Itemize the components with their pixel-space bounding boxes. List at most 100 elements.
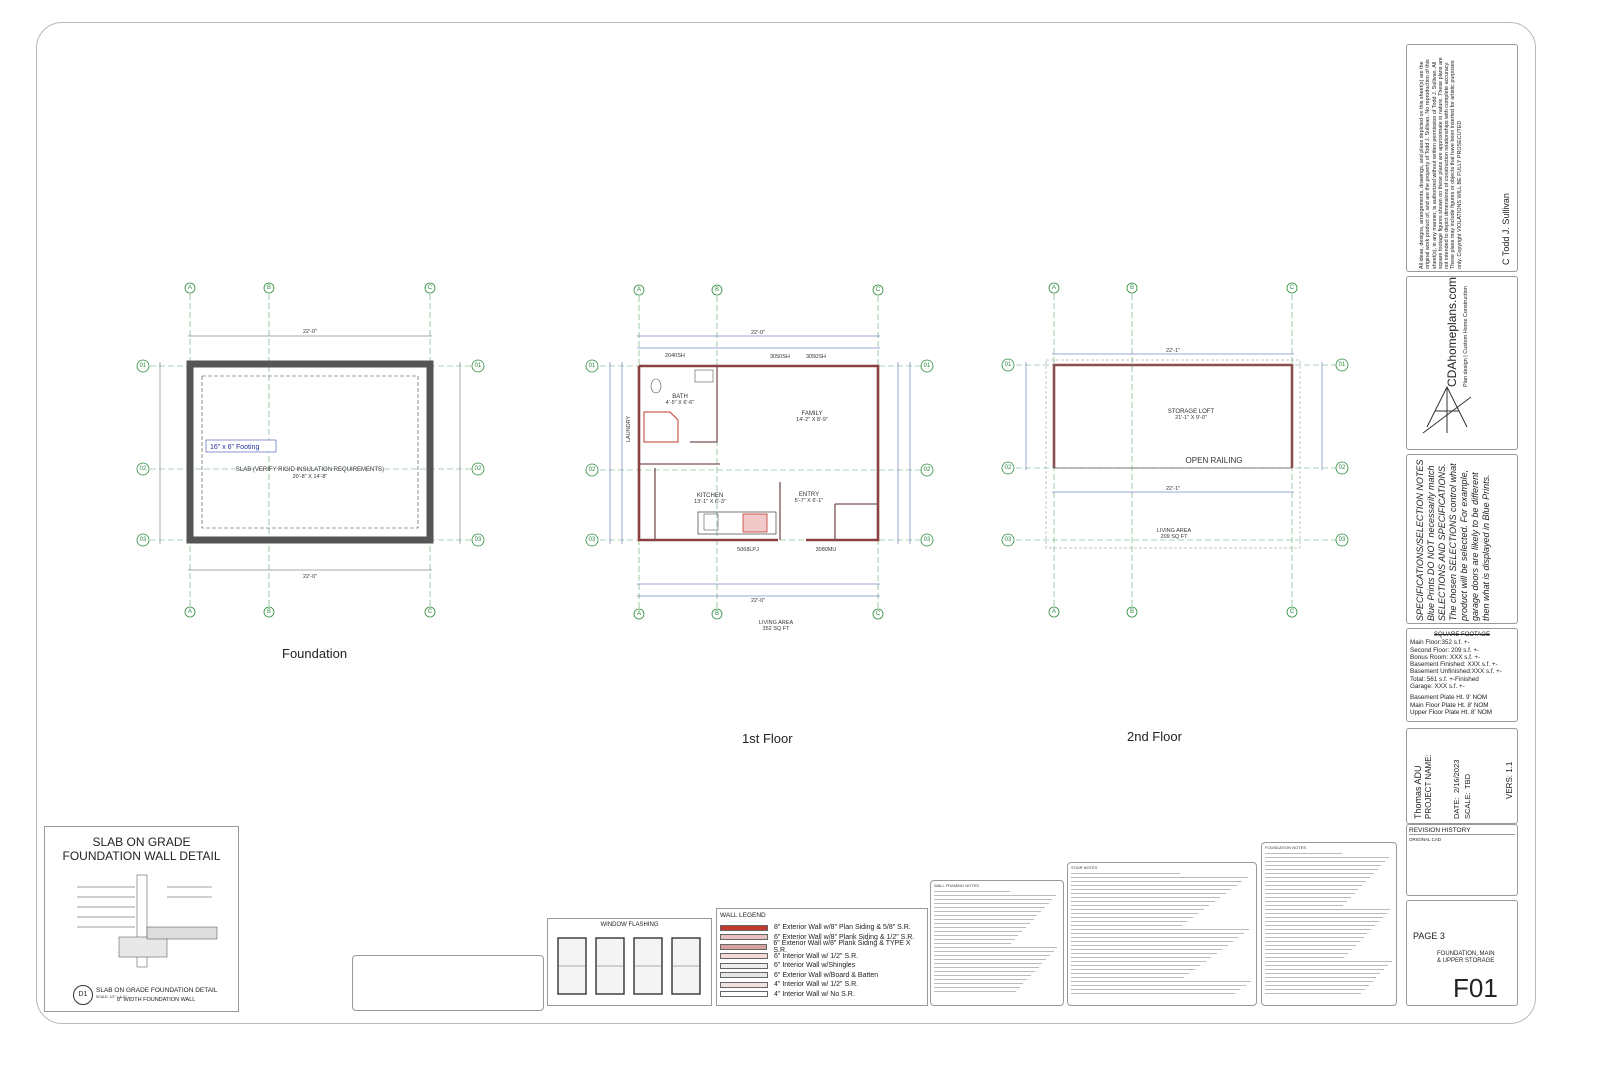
svg-text:01: 01 bbox=[924, 363, 931, 369]
wall-legend-swatch bbox=[720, 991, 768, 998]
room-notes-block bbox=[352, 955, 544, 1011]
detail-sub-caption: 8" WIDTH FOUNDATION WALL bbox=[117, 997, 196, 1003]
copyright-text: All ideas, designs, arrangements, drawin… bbox=[1419, 57, 1463, 269]
first-floor-plan: A B C A B C 01 02 03 01 02 03 22'-0" 22'… bbox=[585, 284, 934, 632]
note-line bbox=[1071, 957, 1212, 959]
wall-legend-swatch bbox=[720, 981, 768, 988]
wall-legend-swatch bbox=[720, 934, 768, 941]
window-tag: 3050SH bbox=[770, 354, 790, 360]
svg-text:22'-1": 22'-1" bbox=[1166, 348, 1180, 354]
note-line bbox=[1071, 985, 1246, 987]
note-line bbox=[1071, 933, 1244, 935]
note-line bbox=[934, 927, 1026, 929]
page-panel: PAGE 3 FOUNDATION, MAIN & UPPER STORAGE … bbox=[1406, 900, 1518, 1006]
shower bbox=[643, 411, 679, 443]
wall-legend-item: 6" Exterior Wall w/Board & Batten bbox=[720, 971, 924, 981]
note-line bbox=[934, 971, 1035, 973]
note-line bbox=[934, 915, 1038, 917]
svg-text:5'-7" X 6'-1": 5'-7" X 6'-1" bbox=[795, 498, 824, 504]
scale-value: TBD bbox=[1463, 774, 1472, 789]
svg-text:13'-1" X 6'-3": 13'-1" X 6'-3" bbox=[694, 499, 726, 505]
note-line bbox=[934, 923, 1030, 925]
svg-text:02: 02 bbox=[140, 466, 147, 472]
note-line bbox=[1071, 949, 1223, 951]
note-line bbox=[1265, 865, 1382, 867]
svg-text:22'-1": 22'-1" bbox=[1166, 486, 1180, 492]
note-line bbox=[934, 907, 1045, 909]
grid-lines bbox=[150, 294, 472, 606]
note-line bbox=[1265, 893, 1355, 895]
note-line bbox=[1265, 921, 1379, 923]
note-line bbox=[934, 963, 1043, 965]
floor-outline-below bbox=[1045, 359, 1301, 549]
note-line bbox=[934, 891, 1010, 893]
detail-marker: D1 bbox=[73, 985, 93, 1005]
note-line bbox=[1071, 905, 1210, 907]
room-label-entry: ENTRY bbox=[799, 492, 819, 498]
note-line bbox=[1265, 957, 1345, 959]
note-line bbox=[1265, 861, 1386, 863]
wall-legend-swatch bbox=[720, 972, 768, 979]
svg-text:01: 01 bbox=[589, 363, 596, 369]
note-line bbox=[1265, 889, 1359, 891]
foundation-plan: A B C A B C 01 02 03 01 02 03 22'-0" 22'… bbox=[136, 282, 485, 618]
note-line bbox=[1071, 893, 1226, 895]
note-line bbox=[934, 947, 1058, 949]
svg-text:A: A bbox=[188, 285, 192, 291]
wall-legend-label: 4" Interior Wall w/ 1/2" S.R. bbox=[774, 981, 859, 989]
svg-text:4'-5" X 6'-6": 4'-5" X 6'-6" bbox=[666, 400, 695, 406]
grid-lines bbox=[600, 296, 922, 608]
svg-text:14'-2" X 8'-9": 14'-2" X 8'-9" bbox=[796, 417, 828, 423]
svg-text:01: 01 bbox=[140, 363, 147, 369]
note-line bbox=[1071, 897, 1221, 899]
window-flashing-title: WINDOW FLASHING bbox=[600, 922, 659, 928]
wall-legend-item: 8" Exterior Wall w/8" Plan Siding & 5/8"… bbox=[720, 923, 924, 933]
note-line bbox=[1265, 993, 1361, 995]
detail-scale: SCALE: 1/2" = 1'-0" bbox=[96, 995, 127, 999]
svg-text:C: C bbox=[876, 287, 881, 293]
svg-text:22'-0": 22'-0" bbox=[303, 574, 317, 580]
page-number: PAGE 3 bbox=[1413, 931, 1445, 941]
svg-text:B: B bbox=[1130, 285, 1134, 291]
svg-text:03: 03 bbox=[475, 537, 482, 543]
project-name-label: PROJECT NAME: bbox=[1424, 754, 1433, 819]
note-line bbox=[1265, 989, 1365, 991]
window-tag: 3050SH bbox=[806, 354, 826, 360]
note-line bbox=[1071, 937, 1239, 939]
slab-edge bbox=[201, 375, 419, 529]
window-tag: 2040SH bbox=[665, 353, 685, 359]
grid-bubbles: A B C A B C 01 02 03 01 02 03 bbox=[585, 284, 934, 620]
svg-text:22'-0": 22'-0" bbox=[303, 329, 317, 335]
note-line bbox=[934, 895, 1057, 897]
date-value: 2/16/2023 bbox=[1452, 759, 1461, 793]
revision-panel: REVISION HISTORY ORIGINAL CAD bbox=[1406, 824, 1518, 896]
range bbox=[742, 513, 768, 533]
second-floor-title: 2nd Floor bbox=[1127, 729, 1182, 744]
logo-panel: CDAhomeplans.com Plan design | Custom Ho… bbox=[1406, 276, 1518, 450]
svg-text:21'-1" X 9'-0": 21'-1" X 9'-0" bbox=[1175, 415, 1207, 421]
note-line bbox=[1071, 965, 1201, 967]
note-line bbox=[1265, 873, 1374, 875]
slab-detail-title-1: SLAB ON GRADE bbox=[92, 835, 191, 849]
note-line bbox=[1265, 869, 1378, 871]
svg-text:C: C bbox=[428, 285, 433, 291]
note-line bbox=[934, 979, 1028, 981]
open-railing-label: OPEN RAILING bbox=[1186, 456, 1243, 465]
svg-text:A: A bbox=[1052, 285, 1056, 291]
window-flashing-panel: WINDOW FLASHING bbox=[547, 918, 712, 1006]
copyright-panel: All ideas, designs, arrangements, drawin… bbox=[1406, 44, 1518, 272]
note-line bbox=[934, 899, 1053, 901]
svg-text:C: C bbox=[1290, 285, 1295, 291]
living-area-label: LIVING AREA bbox=[1157, 528, 1192, 534]
note-line bbox=[1265, 953, 1349, 955]
wall-legend-label: 6" Exterior Wall w/8" Plank Siding & 1/2… bbox=[774, 933, 915, 941]
svg-text:B: B bbox=[1130, 609, 1134, 615]
wall-legend-item: 6" Interior Wall w/Shingles bbox=[720, 961, 924, 971]
slab-dims: 20'-8" X 14'-8" bbox=[293, 474, 328, 480]
wall-legend-item: 4" Interior Wall w/ No S.R. bbox=[720, 990, 924, 1000]
grid-bubbles: A B C A B C 01 02 03 01 02 03 bbox=[136, 282, 485, 618]
first-floor-title: 1st Floor bbox=[742, 731, 793, 746]
square-footage-panel: SQUARE FOOTAGE Main Floor:352 s.f. +- Se… bbox=[1406, 628, 1518, 722]
note-line bbox=[1071, 925, 1183, 927]
spec-notes-panel: SPECIFICATIONS/SELECTION NOTES Blue Prin… bbox=[1406, 454, 1518, 624]
